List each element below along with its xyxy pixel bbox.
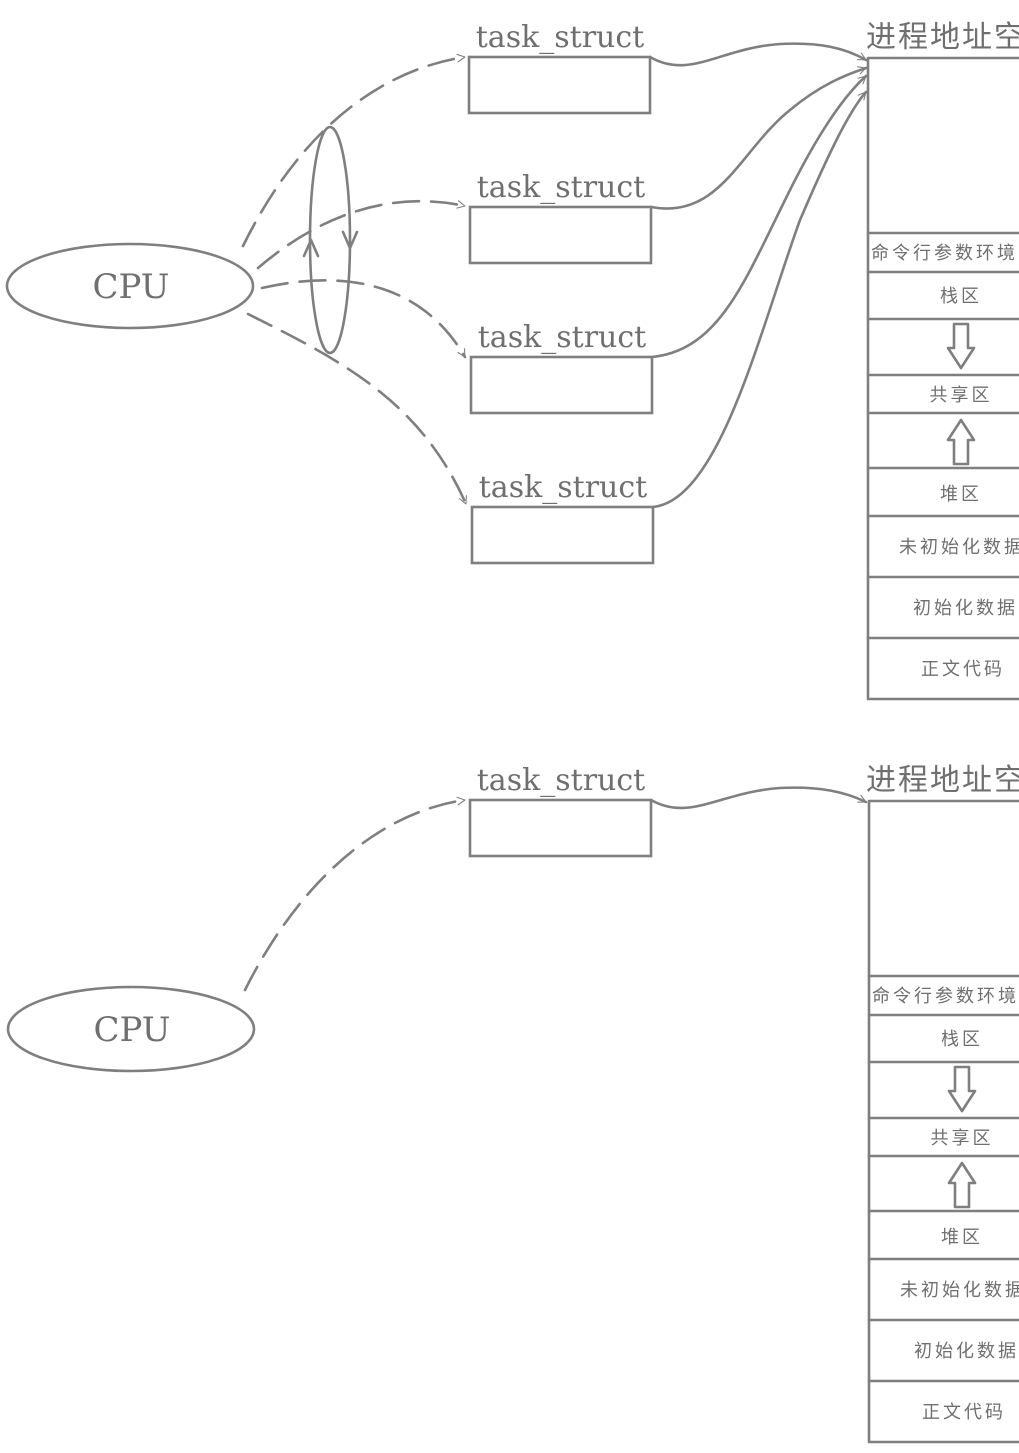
segment-label: 未初始化数据 — [899, 537, 1019, 558]
segment-label: 共享区 — [931, 1128, 994, 1149]
task-struct-list: task_struct task_struct task_struct task… — [467, 20, 655, 565]
heap-grows-up-arrow-icon — [946, 418, 976, 466]
task-struct-label: task_struct — [479, 470, 648, 505]
mapping-arrow — [648, 42, 868, 67]
mapping-arrow — [649, 66, 868, 210]
address-space-title: 进程地址空 — [866, 20, 1019, 55]
task-struct-box — [467, 55, 652, 115]
segment-label: 未初始化数据 — [900, 1280, 1019, 1301]
task-struct-box — [468, 798, 653, 858]
segment-label: 堆区 — [940, 484, 982, 505]
task-struct-label: task_struct — [478, 320, 647, 355]
task-struct-label: task_struct — [477, 170, 646, 205]
mapping-arrow — [650, 74, 868, 359]
cpu-ellipse — [5, 242, 255, 330]
stack-grows-down-arrow-icon — [947, 1065, 977, 1113]
address-space-title: 进程地址空 — [866, 763, 1019, 798]
round-robin-loop — [302, 125, 359, 355]
segment-label: 正文代码 — [922, 1402, 1006, 1423]
schedule-arrow — [243, 796, 467, 992]
task-struct: task_struct — [469, 320, 654, 415]
cpu-label: CPU — [94, 1010, 171, 1050]
address-space-border — [867, 799, 1019, 1444]
mapping-arrows — [649, 786, 868, 810]
task-struct-box — [469, 355, 654, 415]
task-struct-label: task_struct — [476, 20, 645, 55]
task-struct-box — [470, 505, 655, 565]
task-struct: task_struct — [470, 470, 655, 565]
mapping-arrow — [651, 90, 868, 509]
mapping-arrow — [649, 786, 868, 810]
segment-label: 栈区 — [941, 1029, 983, 1050]
process-address-space: 进程地址空 命令行参数环境 栈区 共享区 堆区 未初始化数据 初始化数据 正文代… — [866, 763, 1019, 1444]
segment-label: 初始化数据 — [913, 598, 1018, 619]
schedule-arrow — [256, 199, 467, 270]
scheduling-arrows — [241, 53, 468, 506]
heap-grows-up-arrow-icon — [947, 1161, 977, 1209]
task-struct: task_struct — [468, 170, 653, 265]
segment-label: 堆区 — [941, 1227, 983, 1248]
round-robin-ellipse — [308, 125, 352, 355]
cpu-node: CPU — [6, 985, 256, 1073]
segment-label: 初始化数据 — [914, 1341, 1019, 1362]
loop-arrowhead-down — [341, 230, 359, 250]
cpu-node: CPU — [5, 242, 255, 330]
cpu-ellipse — [6, 985, 256, 1073]
task-struct-label: task_struct — [477, 763, 646, 798]
segment-label: 共享区 — [930, 385, 993, 406]
task-struct: task_struct — [468, 763, 653, 858]
schedule-arrow — [241, 53, 467, 248]
panel-multi-process: CPU task_struct task_struct — [5, 20, 1019, 701]
process-address-space: 进程地址空 命令行参数环境 栈区 共享区 堆区 未初始化数据 初始化数据 正文代… — [866, 20, 1019, 701]
segment-label: 命令行参数环境 — [871, 243, 1018, 264]
mapping-arrows — [648, 42, 868, 509]
task-struct-list: task_struct — [468, 763, 653, 858]
address-space-border — [866, 56, 1019, 701]
segment-label: 栈区 — [940, 286, 982, 307]
cpu-label: CPU — [93, 267, 170, 307]
segment-label: 命令行参数环境 — [872, 986, 1019, 1007]
segment-label: 正文代码 — [921, 659, 1005, 680]
schedule-arrow — [246, 312, 468, 506]
scheduling-arrows — [243, 796, 467, 992]
stack-grows-down-arrow-icon — [946, 322, 976, 370]
schedule-arrow — [260, 279, 467, 359]
loop-arrowhead-up — [302, 238, 320, 258]
task-struct: task_struct — [467, 20, 652, 115]
panel-single-process: CPU task_struct 进程地址空 命令行参数环境 — [6, 763, 1019, 1444]
task-struct-box — [468, 205, 653, 265]
